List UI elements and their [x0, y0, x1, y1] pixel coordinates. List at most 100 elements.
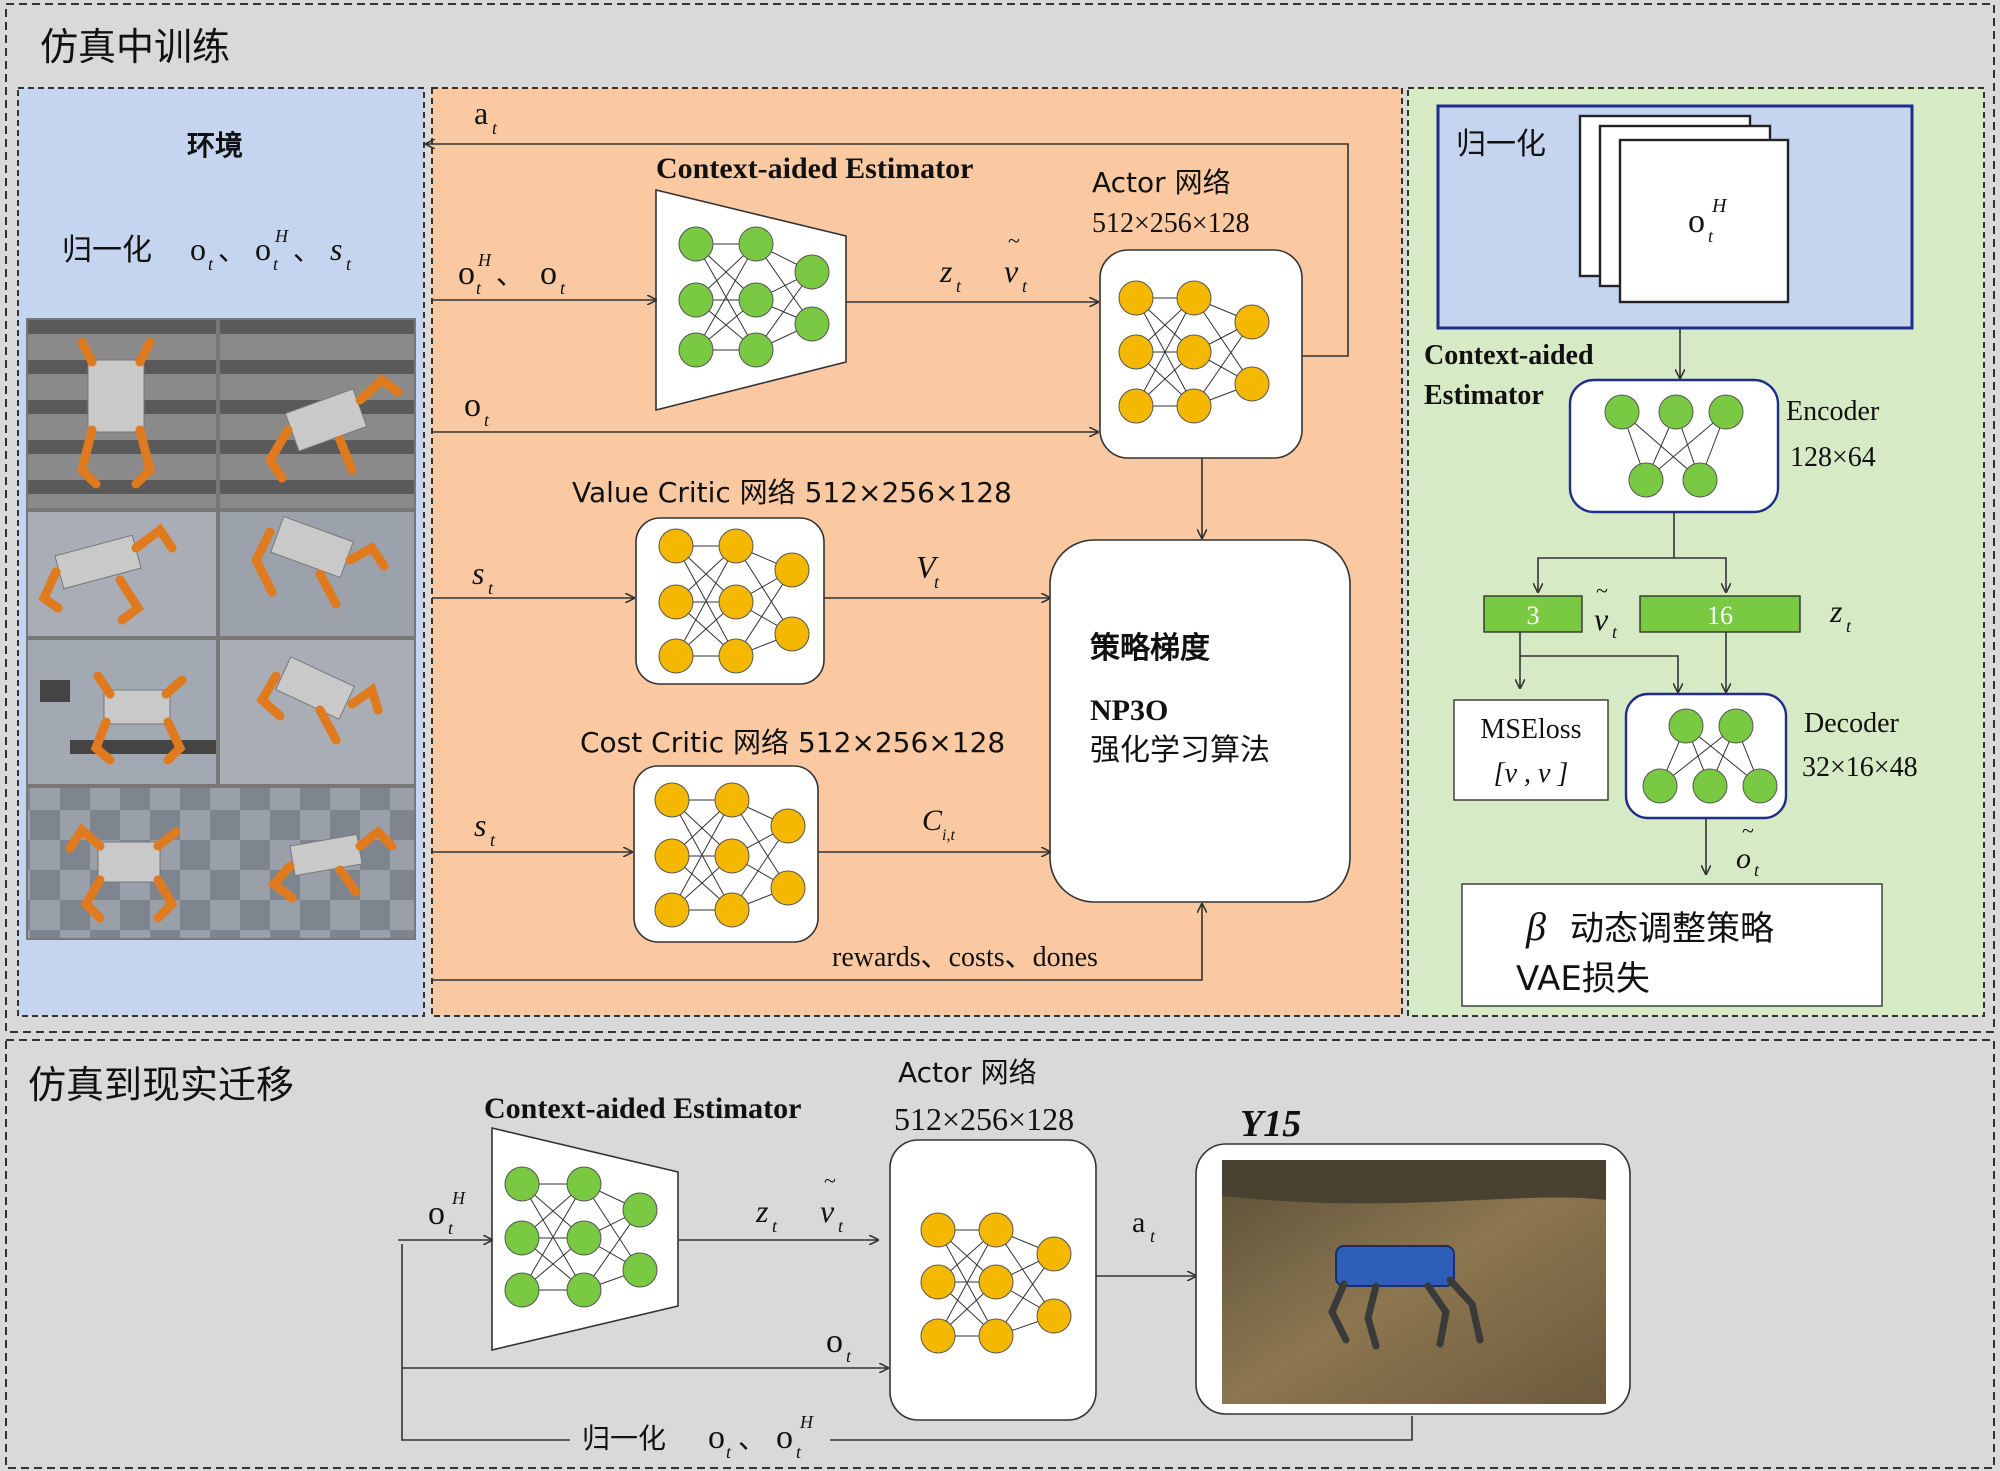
encoder-to-vel-arrow — [1538, 512, 1675, 592]
robot-legs — [1328, 1276, 1484, 1350]
beta-symbol: β — [1525, 904, 1546, 949]
cost-output-sub: i,t — [942, 827, 955, 844]
rewards-label: rewards、costs、dones — [832, 942, 1098, 973]
action-feedback-arrow — [426, 144, 1349, 357]
norm-label-bg — [570, 1416, 830, 1462]
vae-loss: VAE损失 — [1516, 959, 1650, 999]
cost-critic-net — [654, 782, 806, 928]
sim-robot-7 — [65, 823, 181, 923]
sim-robot-3 — [38, 523, 177, 625]
env-input-oh-sub: t — [273, 254, 279, 274]
sim-robot-6 — [256, 656, 383, 745]
rewards-arrow — [432, 904, 1202, 981]
net-node — [1682, 462, 1718, 498]
train-action-label: a — [474, 95, 488, 131]
train-v-label: v — [1004, 253, 1019, 289]
bottom-input-oh: o — [428, 1195, 445, 1232]
net-node — [714, 892, 750, 928]
simulation-image-grid — [26, 318, 416, 940]
train-input-sep: 、 — [496, 258, 524, 291]
train-actor-dims: 512×256×128 — [1092, 208, 1250, 239]
net-node — [678, 332, 714, 368]
env-normalize-label: 归一化 — [62, 233, 152, 268]
value-output-label: V — [916, 549, 939, 585]
est-normalize-label: 归一化 — [1456, 127, 1546, 162]
train-z-sub: t — [956, 276, 962, 296]
net-node — [718, 584, 754, 620]
bottom-action-sub: t — [1150, 1226, 1156, 1246]
net-node — [718, 638, 754, 674]
net-node — [978, 1264, 1014, 1300]
net-node — [774, 552, 810, 588]
mse-args: [v , v ] — [1494, 758, 1569, 789]
env-input-oh-sup: H — [274, 226, 289, 246]
robot-name: Y15 — [1240, 1103, 1301, 1145]
est-o-label: o — [1736, 842, 1751, 875]
bottom-section-title: 仿真到现实迁移 — [28, 1063, 294, 1107]
bottom-norm-o: o — [708, 1419, 725, 1456]
net-node — [658, 528, 694, 564]
encoder-dims: 128×64 — [1790, 442, 1876, 473]
bottom-actor-net — [920, 1212, 1072, 1354]
bottom-norm-o-sub: t — [726, 1442, 732, 1462]
net-node — [678, 282, 714, 318]
train-v-tilde: ~ — [1008, 228, 1020, 253]
net-node — [774, 616, 810, 652]
net-node — [1118, 388, 1154, 424]
vel-vector-dim: 3 — [1527, 601, 1540, 630]
mse-label: MSEloss — [1480, 714, 1581, 745]
bottom-actor-title: Actor 网络 — [898, 1056, 1037, 1089]
train-input-o-sub: t — [560, 278, 566, 298]
train-actor-net — [1118, 280, 1270, 424]
decoder-dims: 32×16×48 — [1802, 752, 1918, 783]
algo-name: NP3O — [1090, 694, 1168, 727]
train-v-sub: t — [1022, 276, 1028, 296]
net-node — [1176, 388, 1212, 424]
est-o-tilde: ~ — [1742, 818, 1754, 843]
est-v-tilde: ~ — [1596, 578, 1608, 603]
net-node — [654, 892, 690, 928]
sim-robot-4 — [250, 515, 389, 609]
stack-obs-label: o — [1688, 203, 1705, 240]
net-node — [504, 1272, 540, 1308]
net-node — [622, 1192, 658, 1228]
cost-state-label: s — [474, 807, 486, 843]
bottom-norm-sep: 、 — [738, 1422, 766, 1455]
net-node — [504, 1166, 540, 1202]
train-input-o: o — [540, 255, 557, 292]
net-node — [678, 226, 714, 262]
net-node — [1118, 280, 1154, 316]
net-node — [718, 528, 754, 564]
bottom-norm-oh-sup: H — [799, 1412, 814, 1432]
top-section-title: 仿真中训练 — [40, 25, 230, 69]
est-z-sub: t — [1846, 616, 1852, 636]
net-node — [738, 282, 774, 318]
latent-vector-dim: 16 — [1707, 601, 1733, 630]
net-edge — [671, 799, 733, 911]
bottom-estimator-title: Context-aided Estimator — [484, 1092, 801, 1125]
net-node — [794, 254, 830, 290]
net-node — [1036, 1236, 1072, 1272]
net-node — [1176, 280, 1212, 316]
policy-gradient-label: 策略梯度 — [1090, 631, 1210, 666]
sim-robot-8 — [267, 826, 397, 903]
sim-step-block — [40, 680, 70, 702]
bottom-input-oh-sup: H — [451, 1188, 466, 1208]
net-node — [1604, 394, 1640, 430]
net-node — [566, 1220, 602, 1256]
vel-vector-box — [1483, 595, 1583, 633]
net-node — [1234, 366, 1270, 402]
bottom-z-label: z — [755, 1193, 769, 1229]
net-node — [770, 808, 806, 844]
net-edge — [521, 1183, 585, 1291]
net-node — [714, 838, 750, 874]
env-input-s: s — [330, 231, 342, 267]
net-node — [1642, 768, 1678, 804]
encoder-to-latent-arrow — [1674, 557, 1726, 592]
train-action-sub: t — [492, 118, 498, 138]
value-state-label: s — [472, 555, 484, 591]
net-node — [1176, 334, 1212, 370]
env-input-o: o — [190, 231, 206, 267]
train-input-oh-sub: t — [476, 278, 482, 298]
